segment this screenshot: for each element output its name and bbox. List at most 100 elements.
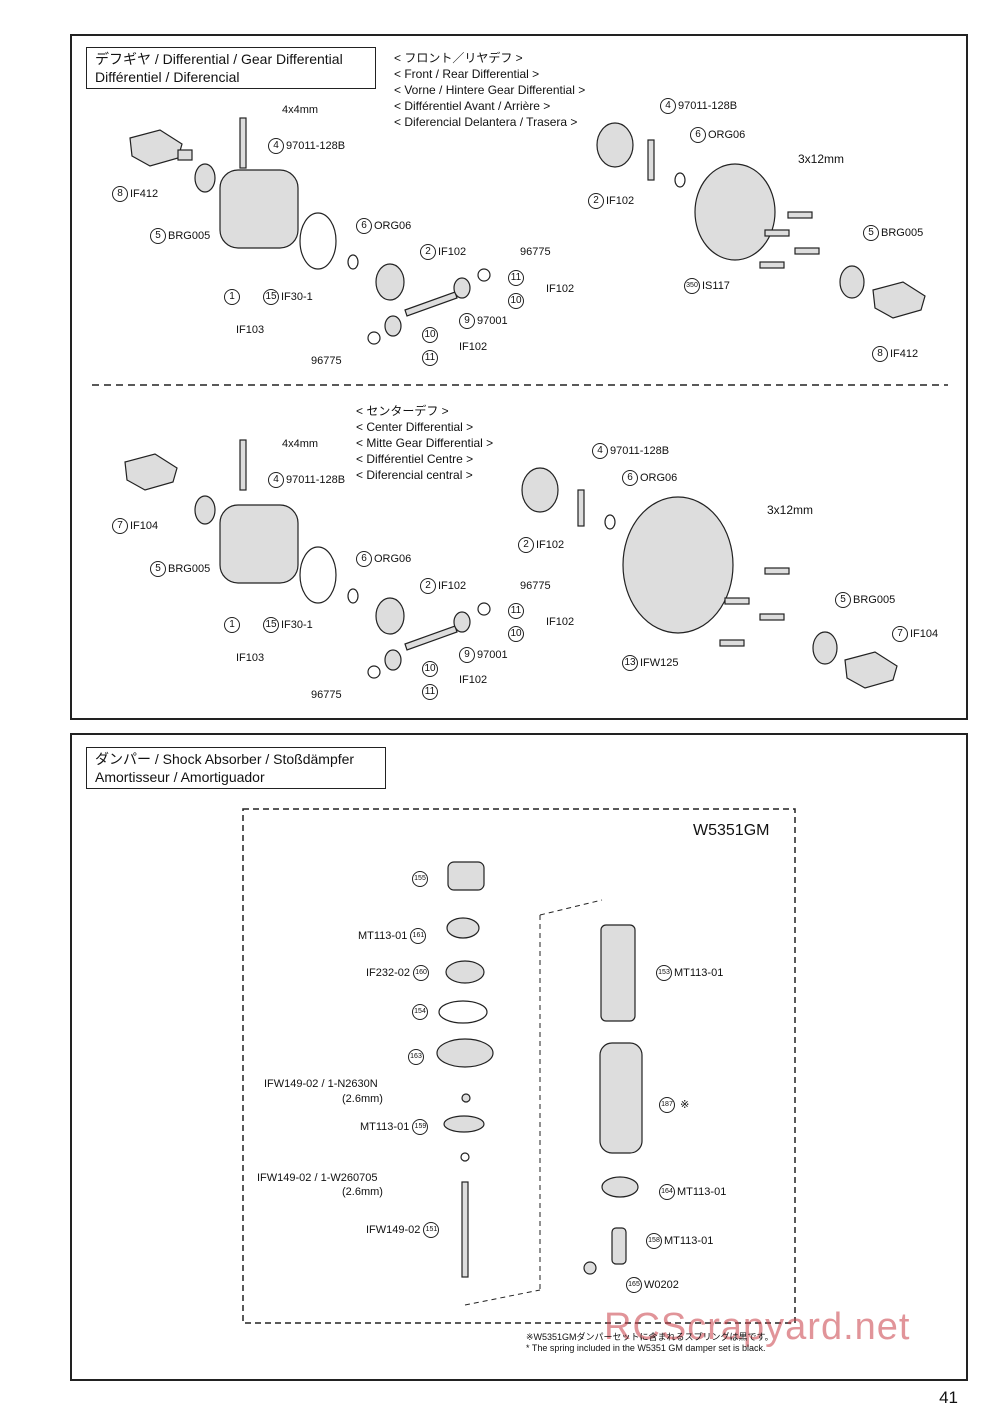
outdrive-cup bbox=[124, 453, 178, 491]
spring-note-jp: ※W5351GMダンパーセットに含まれるスプリングは黒です。 bbox=[526, 1332, 774, 1342]
piston bbox=[443, 1115, 485, 1133]
label-4x4mm: 4x4mm bbox=[282, 104, 319, 116]
part-code: BRG005 bbox=[881, 226, 924, 239]
note-mark: ※ bbox=[680, 1098, 690, 1111]
spider-gear bbox=[384, 315, 402, 337]
heading-line: < Diferencial Delantera / Trasera > bbox=[394, 115, 578, 129]
heading-line: < Différentiel Centre > bbox=[356, 452, 474, 466]
label-if103: IF103 bbox=[236, 652, 265, 664]
part-number-circle: 9 bbox=[459, 313, 475, 329]
part-number-circle: 15 bbox=[263, 617, 279, 633]
part-code: 97011-128B bbox=[678, 99, 738, 112]
label-mt113-159: MT113-01 159 bbox=[360, 1119, 430, 1135]
part-number-circle: 151 bbox=[423, 1222, 440, 1238]
part-number-circle: 2 bbox=[588, 193, 604, 209]
shock-collar bbox=[436, 1038, 494, 1068]
label-96775: 96775 bbox=[520, 580, 551, 592]
differential-title-line1: デフギヤ / Differential / Gear Differential bbox=[95, 51, 343, 67]
part-code: IF104 bbox=[130, 519, 159, 532]
part-code: BRG005 bbox=[853, 593, 896, 606]
o-ring bbox=[347, 588, 359, 604]
damper-set-border bbox=[242, 808, 796, 1324]
heading-line: < Center Differential > bbox=[356, 420, 474, 434]
shock-spring bbox=[599, 1042, 643, 1154]
label-part-10: 10 bbox=[422, 327, 440, 343]
screw bbox=[764, 567, 790, 575]
bevel-gear bbox=[375, 263, 405, 301]
part-number-circle: 7 bbox=[892, 626, 908, 642]
label-ifw149-151: IFW149-02 151 bbox=[366, 1222, 441, 1238]
differential-title-line2: Différentiel / Diferencial bbox=[95, 69, 240, 85]
part-number-circle: 9 bbox=[459, 647, 475, 663]
part-code: MT113-01 bbox=[664, 1234, 714, 1247]
o-ring-seal bbox=[438, 1000, 488, 1024]
bearing bbox=[194, 495, 216, 525]
screw bbox=[787, 211, 813, 219]
part-number-circle: 159 bbox=[412, 1119, 429, 1135]
part-code: IFW149-02 bbox=[366, 1223, 421, 1236]
part-code: BRG005 bbox=[168, 562, 211, 575]
part-number-circle: 8 bbox=[872, 346, 888, 362]
ring-gear bbox=[694, 163, 776, 261]
rod-end bbox=[611, 1227, 627, 1265]
part-code: ORG06 bbox=[374, 552, 412, 565]
part-number-circle: 10 bbox=[422, 327, 438, 343]
label-if102-shim: IF102 bbox=[459, 674, 488, 686]
label-if103: IF103 bbox=[236, 324, 265, 336]
shock-cap bbox=[447, 861, 485, 891]
part-code: MT113-01 bbox=[674, 966, 724, 979]
label-part-11: 11 bbox=[508, 603, 526, 619]
part-number-circle: 11 bbox=[422, 350, 438, 366]
part-code: IF30-1 bbox=[281, 618, 313, 631]
part-number-circle: 2 bbox=[420, 244, 436, 260]
set-screw-4x4 bbox=[239, 117, 247, 169]
label-ifw149-n2630n: IFW149-02 / 1-N2630N bbox=[264, 1078, 378, 1090]
label-part-187: 187 ※ bbox=[659, 1097, 689, 1113]
label-ifw149-w260705: IFW149-02 / 1-W260705 bbox=[257, 1172, 378, 1184]
part-code: IF104 bbox=[910, 627, 939, 640]
part-code: IF102 bbox=[606, 194, 635, 207]
label-96775: 96775 bbox=[311, 689, 342, 701]
spur-gear bbox=[622, 496, 734, 634]
part-number-circle: 5 bbox=[863, 225, 879, 241]
guide-line bbox=[539, 899, 603, 916]
label-if102-shim: IF102 bbox=[546, 283, 575, 295]
part-number-circle: 165 bbox=[626, 1277, 642, 1293]
part-code: ORG06 bbox=[708, 128, 746, 141]
part-code: W0202 bbox=[644, 1278, 679, 1291]
part-code: IFW125 bbox=[640, 656, 679, 669]
label-part-11: 11 bbox=[422, 350, 440, 366]
part-number-circle: 8 bbox=[112, 186, 128, 202]
shock-title: ダンパー / Shock Absorber / Stoßdämpfer Amor… bbox=[86, 747, 386, 789]
part-number-circle: 6 bbox=[356, 218, 372, 234]
part-number-circle: 153 bbox=[656, 965, 672, 981]
cross-pin bbox=[404, 625, 458, 651]
part-code: 97001 bbox=[477, 314, 508, 327]
front-rear-heading: < フロント／リヤデフ > < Front / Rear Differentia… bbox=[394, 50, 585, 130]
label-96775: 96775 bbox=[311, 355, 342, 367]
spider-gear bbox=[453, 277, 471, 299]
part-number-circle: 4 bbox=[592, 443, 608, 459]
outdrive-cup bbox=[872, 281, 926, 319]
page-number: 41 bbox=[939, 1388, 958, 1407]
label-if102-shim: IF102 bbox=[459, 341, 488, 353]
part-code: ORG06 bbox=[374, 219, 412, 232]
shock-body bbox=[600, 924, 636, 1022]
label-part-163: 163 bbox=[408, 1049, 426, 1065]
label-3x12mm: 3x12mm bbox=[767, 503, 814, 517]
screw bbox=[724, 597, 750, 605]
heading-line: < Front / Rear Differential > bbox=[394, 67, 540, 81]
part-code: IF30-1 bbox=[281, 290, 313, 303]
part-number-circle: 11 bbox=[508, 603, 524, 619]
part-code: MT113-01 bbox=[360, 1120, 410, 1133]
part-number-circle: 5 bbox=[835, 592, 851, 608]
part-code: MT113-01 bbox=[677, 1185, 727, 1198]
